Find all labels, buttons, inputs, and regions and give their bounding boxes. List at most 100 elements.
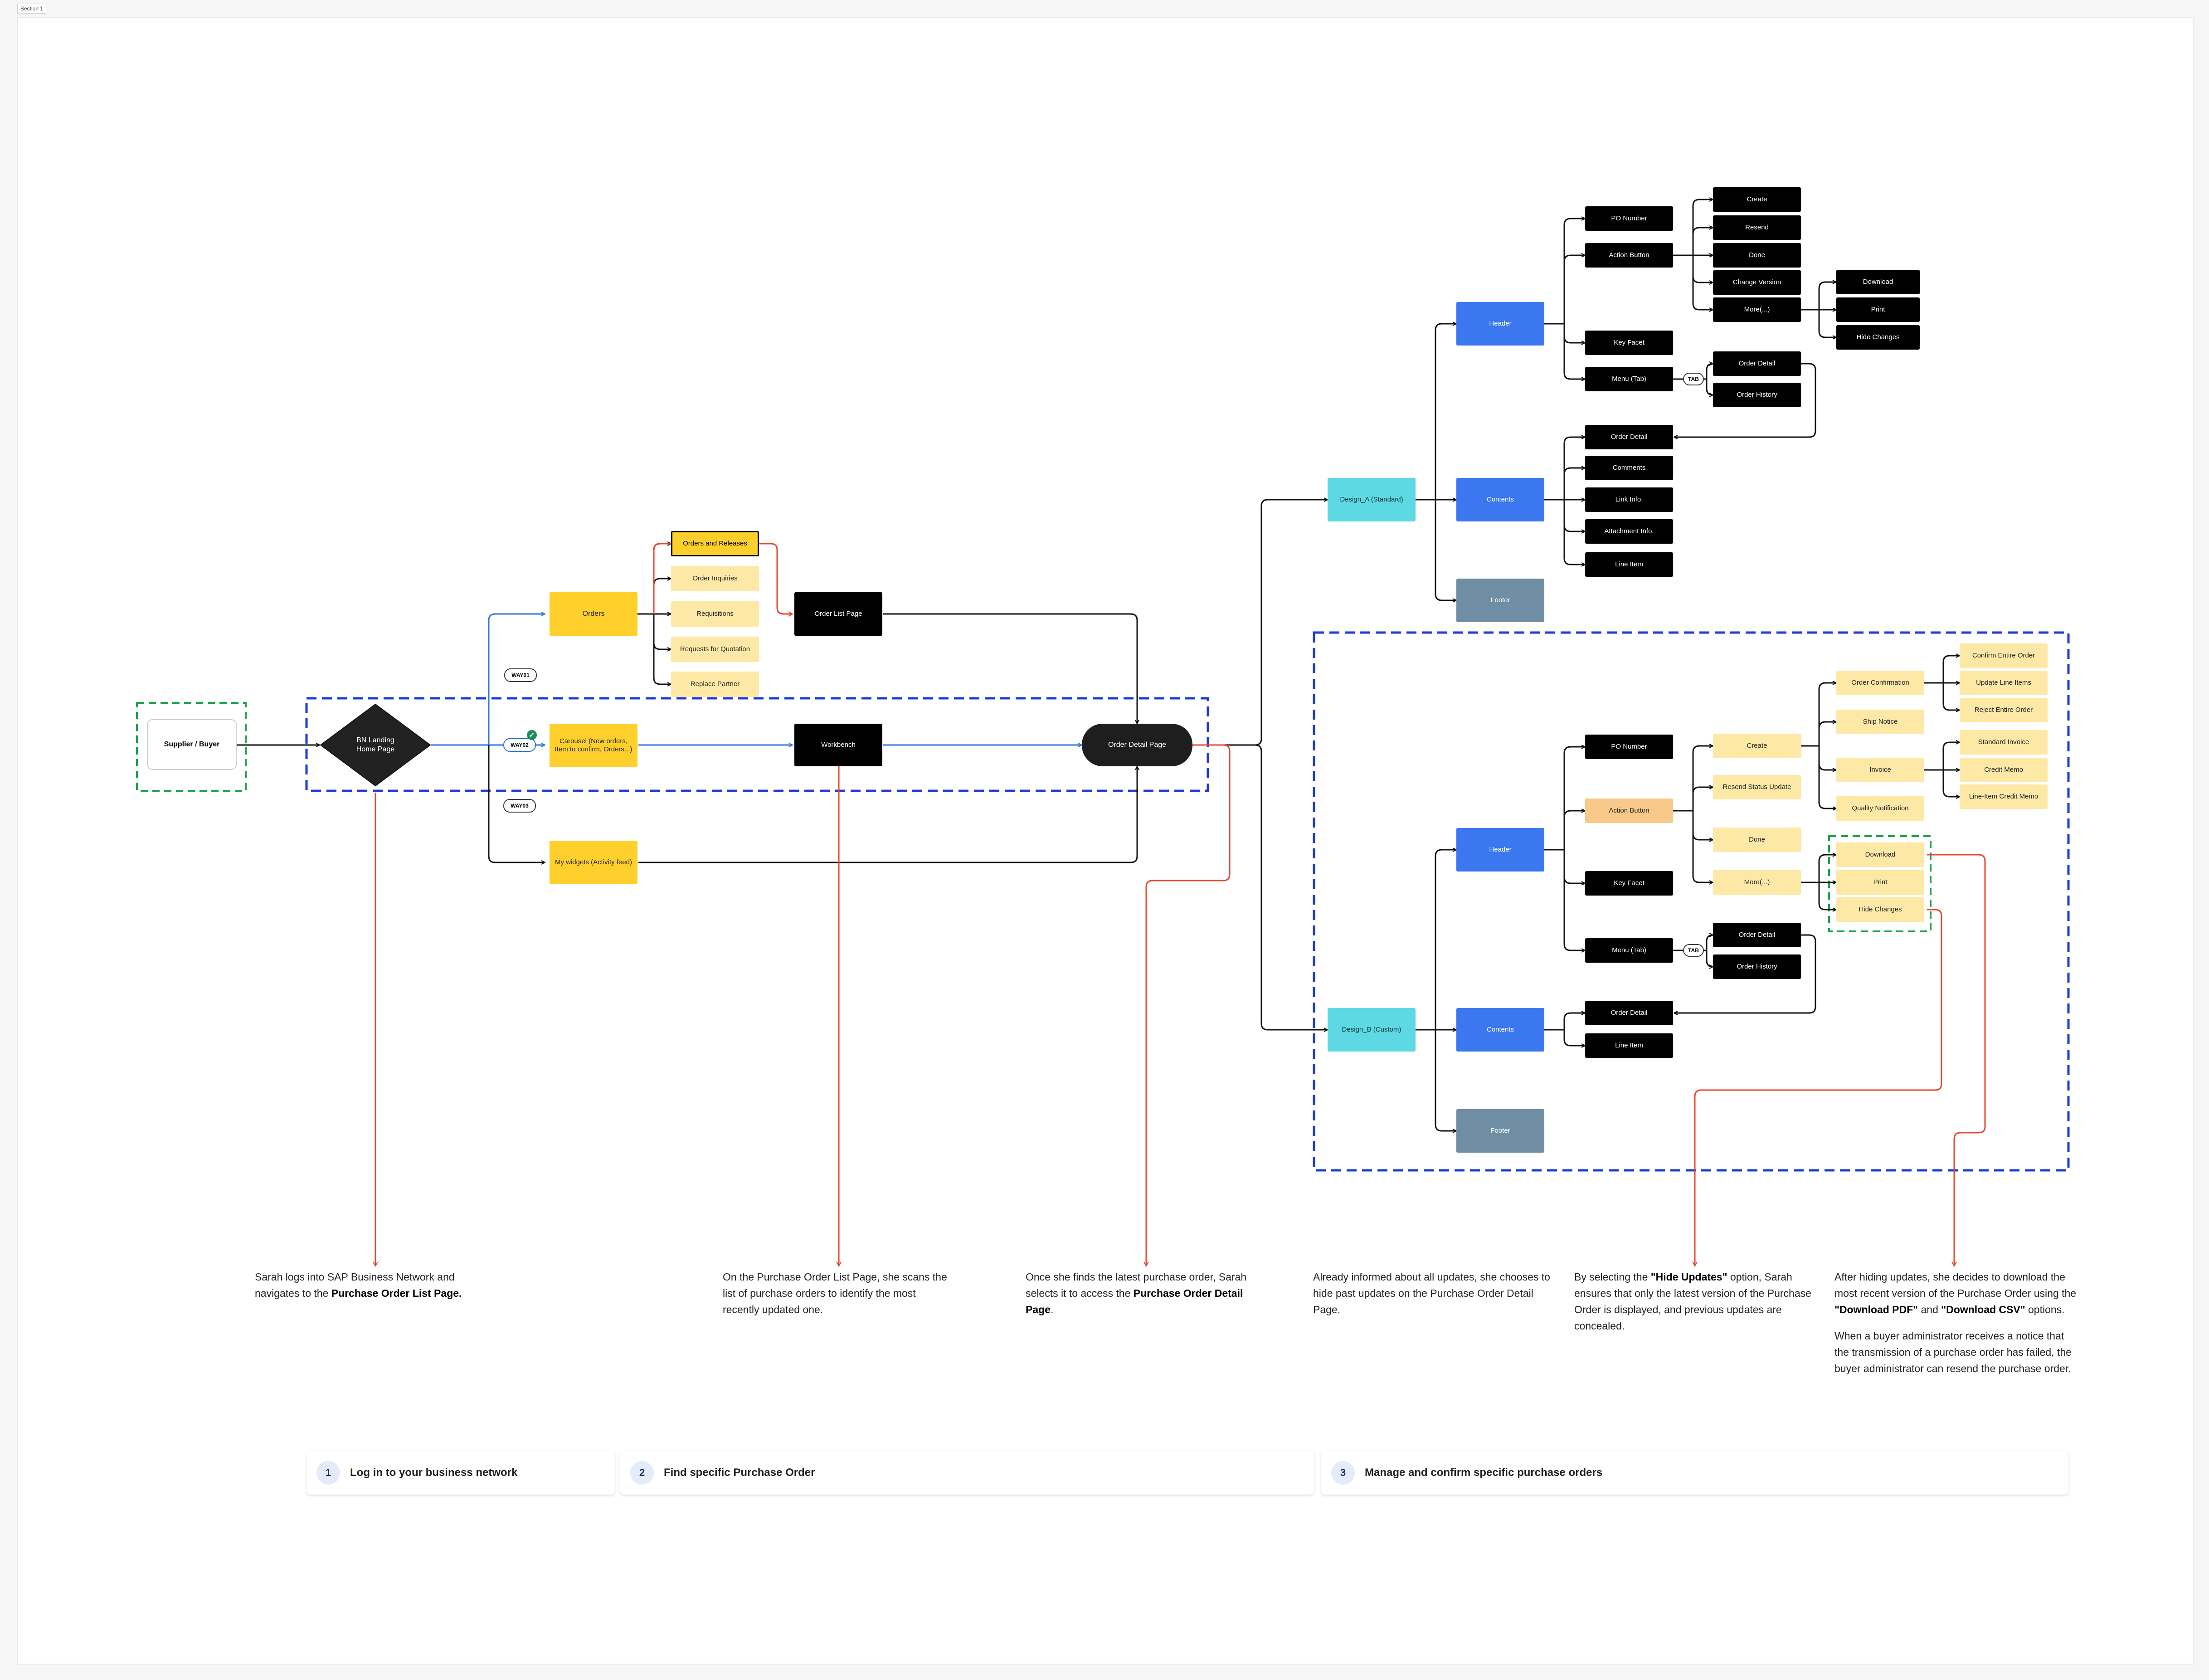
a-menu-tab[interactable]: Menu (Tab)	[1585, 367, 1673, 391]
design-b-node[interactable]: Design_B (Custom)	[1328, 1008, 1416, 1052]
b-create-order-confirmation[interactable]: Order Confirmation	[1836, 671, 1924, 695]
requisitions-node[interactable]: Requisitions	[671, 601, 759, 627]
landing-page-label: BN Landing Home Page	[356, 736, 395, 753]
a-po-number[interactable]: PO Number	[1585, 206, 1673, 231]
orders-node[interactable]: Orders	[550, 592, 637, 636]
b-more-download[interactable]: Download	[1836, 842, 1924, 867]
order-list-page-node[interactable]: Order List Page	[794, 592, 882, 636]
step-1-number: 1	[316, 1461, 340, 1485]
download-options-group	[1828, 835, 1932, 932]
a-contents-order-detail[interactable]: Order Detail	[1585, 425, 1673, 449]
a-action-change-version[interactable]: Change Version	[1713, 270, 1801, 295]
b-action-button[interactable]: Action Button	[1585, 799, 1673, 823]
b-more-print[interactable]: Print	[1836, 870, 1924, 895]
a-action-create[interactable]: Create	[1713, 187, 1801, 212]
note-hide-text-a: By selecting the	[1574, 1271, 1651, 1283]
design-b-footer[interactable]: Footer	[1456, 1109, 1544, 1153]
b-action-resend-status[interactable]: Resend Status Update	[1713, 775, 1801, 799]
b-update-line-items[interactable]: Update Line Items	[1960, 671, 2048, 695]
order-detail-page-node[interactable]: Order Detail Page	[1082, 724, 1192, 766]
b-more-hide-changes[interactable]: Hide Changes	[1836, 897, 1924, 922]
b-credit-memo[interactable]: Credit Memo	[1960, 758, 2048, 782]
b-tab-order-detail[interactable]: Order Detail	[1713, 923, 1801, 947]
note-select-end: .	[1050, 1304, 1054, 1315]
a-key-facet[interactable]: Key Facet	[1585, 331, 1673, 355]
note-scan: On the Purchase Order List Page, she sca…	[723, 1271, 947, 1315]
step-1-label: Log in to your business network	[350, 1466, 518, 1479]
b-reject-entire-order[interactable]: Reject Entire Order	[1960, 698, 2048, 722]
b-tab-badge: TAB	[1683, 944, 1704, 957]
orders-releases-node[interactable]: Orders and Releases	[671, 531, 759, 556]
a-contents-line-item[interactable]: Line Item	[1585, 552, 1673, 577]
way03-badge: WAY03	[503, 799, 536, 813]
b-key-facet[interactable]: Key Facet	[1585, 871, 1673, 896]
a-tab-order-detail[interactable]: Order Detail	[1713, 351, 1801, 376]
way01-badge: WAY01	[504, 668, 537, 682]
b-contents-line-item[interactable]: Line Item	[1585, 1033, 1673, 1058]
design-a-contents[interactable]: Contents	[1456, 478, 1544, 521]
step-3-card[interactable]: 3 Manage and confirm specific purchase o…	[1321, 1451, 2068, 1495]
a-more-print[interactable]: Print	[1836, 297, 1920, 322]
design-b-group	[1313, 631, 2070, 1172]
b-line-item-credit-memo[interactable]: Line-Item Credit Memo	[1960, 784, 2048, 809]
a-contents-attachment-info[interactable]: Attachment Info.	[1585, 519, 1673, 544]
note-hide-updates: By selecting the "Hide Updates" option, …	[1574, 1269, 1819, 1334]
canvas-frame	[17, 17, 2194, 1665]
note-resend: When a buyer administrator receives a no…	[1834, 1330, 2072, 1374]
b-create-quality-notification[interactable]: Quality Notification	[1836, 796, 1924, 821]
a-action-more[interactable]: More(...)	[1713, 297, 1801, 322]
a-contents-link-info[interactable]: Link Info.	[1585, 487, 1673, 512]
landing-diamond-shape[interactable]	[320, 703, 431, 787]
a-tab-badge: TAB	[1683, 373, 1704, 385]
a-action-resend[interactable]: Resend	[1713, 215, 1801, 240]
design-b-contents[interactable]: Contents	[1456, 1008, 1544, 1052]
step-2-label: Find specific Purchase Order	[664, 1466, 815, 1479]
b-action-done[interactable]: Done	[1713, 828, 1801, 852]
widgets-node[interactable]: My widgets (Activity feed)	[550, 841, 637, 884]
step-2-number: 2	[630, 1461, 654, 1485]
a-action-done[interactable]: Done	[1713, 243, 1801, 268]
note-download: After hiding updates, she decides to dow…	[1834, 1269, 2079, 1377]
b-menu-tab[interactable]: Menu (Tab)	[1585, 938, 1673, 963]
b-standard-invoice[interactable]: Standard Invoice	[1960, 730, 2048, 755]
b-create-invoice[interactable]: Invoice	[1836, 758, 1924, 782]
b-contents-order-detail[interactable]: Order Detail	[1585, 1001, 1673, 1025]
note-download-pdf: "Download PDF"	[1834, 1304, 1918, 1315]
step-3-number: 3	[1331, 1461, 1355, 1485]
order-inquiries-node[interactable]: Order Inquiries	[671, 566, 759, 591]
design-b-header[interactable]: Header	[1456, 828, 1544, 872]
step-1-card[interactable]: 1 Log in to your business network	[307, 1451, 615, 1495]
note-login-text: Sarah logs into SAP Business Network and…	[255, 1271, 455, 1299]
carousel-node[interactable]: Carousel (New orders, Item to confirm, O…	[550, 724, 637, 767]
a-action-button[interactable]: Action Button	[1585, 243, 1673, 268]
b-confirm-entire-order[interactable]: Confirm Entire Order	[1960, 643, 2048, 668]
step-3-label: Manage and confirm specific purchase ord…	[1365, 1466, 1603, 1479]
a-more-download[interactable]: Download	[1836, 270, 1920, 294]
workbench-node[interactable]: Workbench	[794, 724, 882, 766]
a-more-hide-changes[interactable]: Hide Changes	[1836, 325, 1920, 350]
b-action-create[interactable]: Create	[1713, 734, 1801, 758]
step-2-card[interactable]: 2 Find specific Purchase Order	[620, 1451, 1314, 1495]
b-create-ship-notice[interactable]: Ship Notice	[1836, 710, 1924, 734]
rfq-node[interactable]: Requests for Quotation	[671, 637, 759, 662]
b-tab-order-history[interactable]: Order History	[1713, 954, 1801, 979]
note-download-and: and	[1918, 1304, 1941, 1315]
a-tab-order-history[interactable]: Order History	[1713, 383, 1801, 407]
note-informed: Already informed about all updates, she …	[1313, 1271, 1550, 1315]
b-po-number[interactable]: PO Number	[1585, 735, 1673, 759]
start-group	[136, 702, 247, 792]
design-a-footer[interactable]: Footer	[1456, 579, 1544, 622]
section-label: Section 1	[17, 4, 47, 14]
b-action-more[interactable]: More(...)	[1713, 870, 1801, 895]
note-select-text: Once she finds the latest purchase order…	[1026, 1271, 1247, 1299]
note-login-bold: Purchase Order List Page.	[331, 1287, 462, 1299]
replace-partner-node[interactable]: Replace Partner	[671, 672, 759, 697]
note-login: Sarah logs into SAP Business Network and…	[255, 1269, 468, 1301]
design-a-node[interactable]: Design_A (Standard)	[1328, 478, 1416, 521]
note-hide-bold: "Hide Updates"	[1650, 1271, 1727, 1283]
supplier-buyer-node[interactable]: Supplier / Buyer	[147, 719, 237, 770]
a-contents-comments[interactable]: Comments	[1585, 456, 1673, 480]
design-a-header[interactable]: Header	[1456, 302, 1544, 346]
note-select: Once she finds the latest purchase order…	[1026, 1269, 1252, 1318]
